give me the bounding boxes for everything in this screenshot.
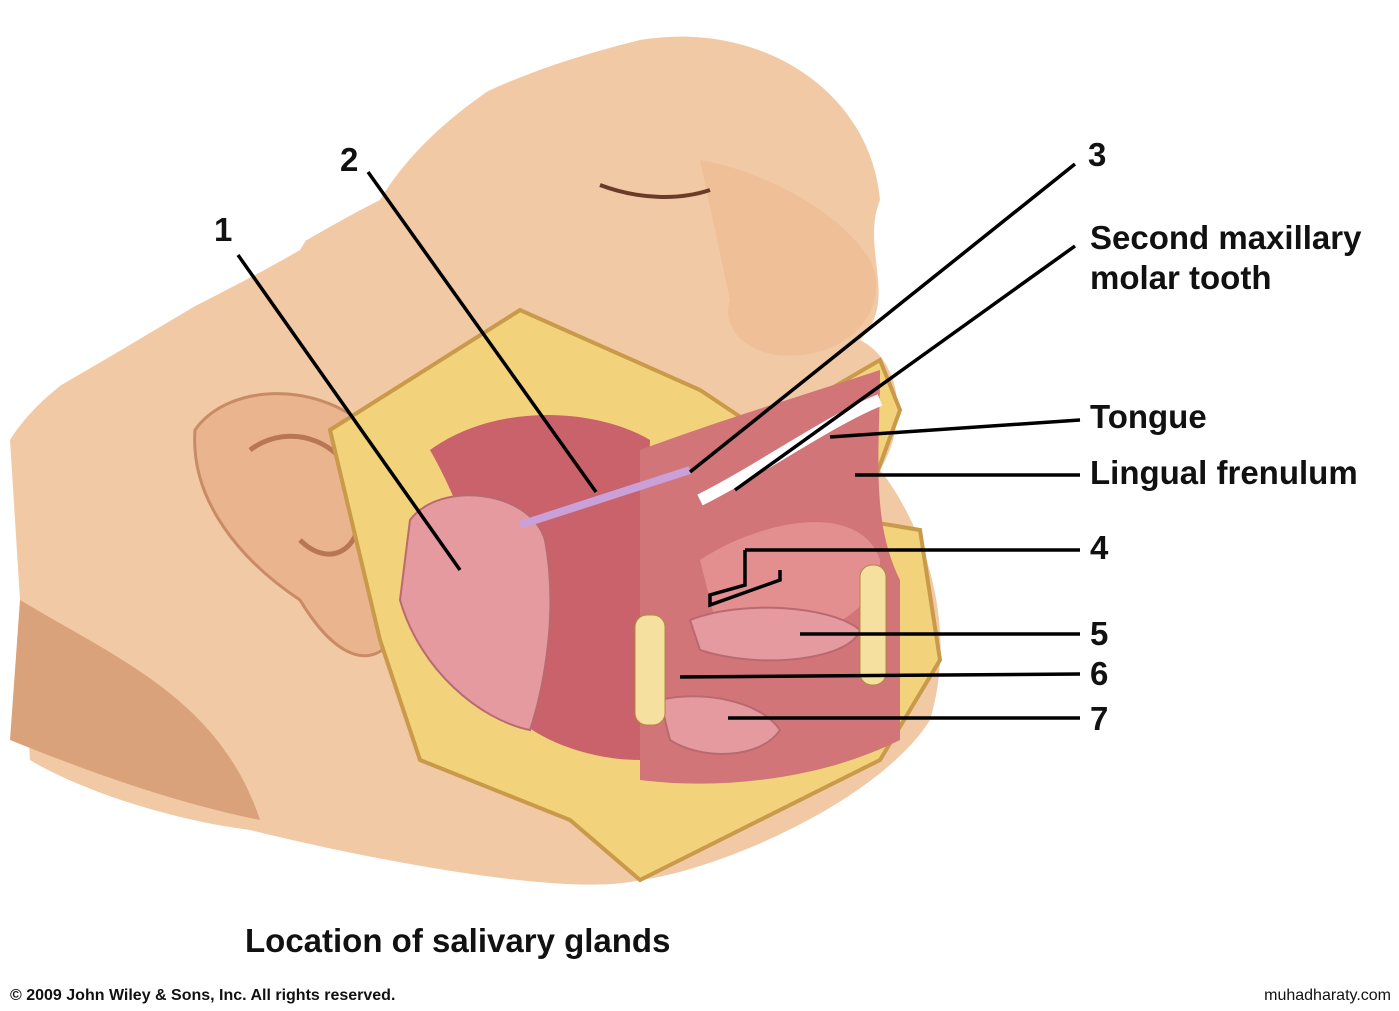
label-molar-line2: molar tooth xyxy=(1090,259,1272,296)
parotid-duct xyxy=(518,466,692,529)
leader-2 xyxy=(366,170,598,494)
leader-6 xyxy=(679,672,1081,679)
label-5: 5 xyxy=(1090,615,1109,652)
bracket-4 xyxy=(708,550,782,608)
leader-lines xyxy=(236,162,1081,720)
eye xyxy=(599,183,711,199)
mandible-section xyxy=(634,614,666,726)
copyright: © 2009 John Wiley & Sons, Inc. All right… xyxy=(10,987,396,1004)
label-2: 2 xyxy=(340,141,359,178)
label-tongue: Tongue xyxy=(1090,398,1207,435)
submandibular-gland xyxy=(658,695,782,755)
hair xyxy=(0,0,640,420)
nose xyxy=(700,160,877,356)
leader-1 xyxy=(236,253,462,572)
label-7: 7 xyxy=(1090,700,1109,737)
cheek-shadow xyxy=(10,600,260,820)
label-lingual-frenulum: Lingual frenulum xyxy=(1090,454,1358,491)
leader-tongue xyxy=(829,418,1081,439)
leader-molar xyxy=(733,244,1077,492)
label-6: 6 xyxy=(1090,655,1109,692)
label-molar-line1: Second maxillary xyxy=(1090,219,1362,256)
label-3: 3 xyxy=(1088,136,1107,173)
watermark: muhadharaty.com xyxy=(1264,987,1391,1004)
parotid-gland xyxy=(398,494,552,732)
label-4: 4 xyxy=(1090,529,1109,566)
label-1: 1 xyxy=(214,211,233,248)
mandible-section-front xyxy=(859,564,887,686)
figure-title: Location of salivary glands xyxy=(245,922,671,959)
leader-3 xyxy=(688,162,1077,474)
